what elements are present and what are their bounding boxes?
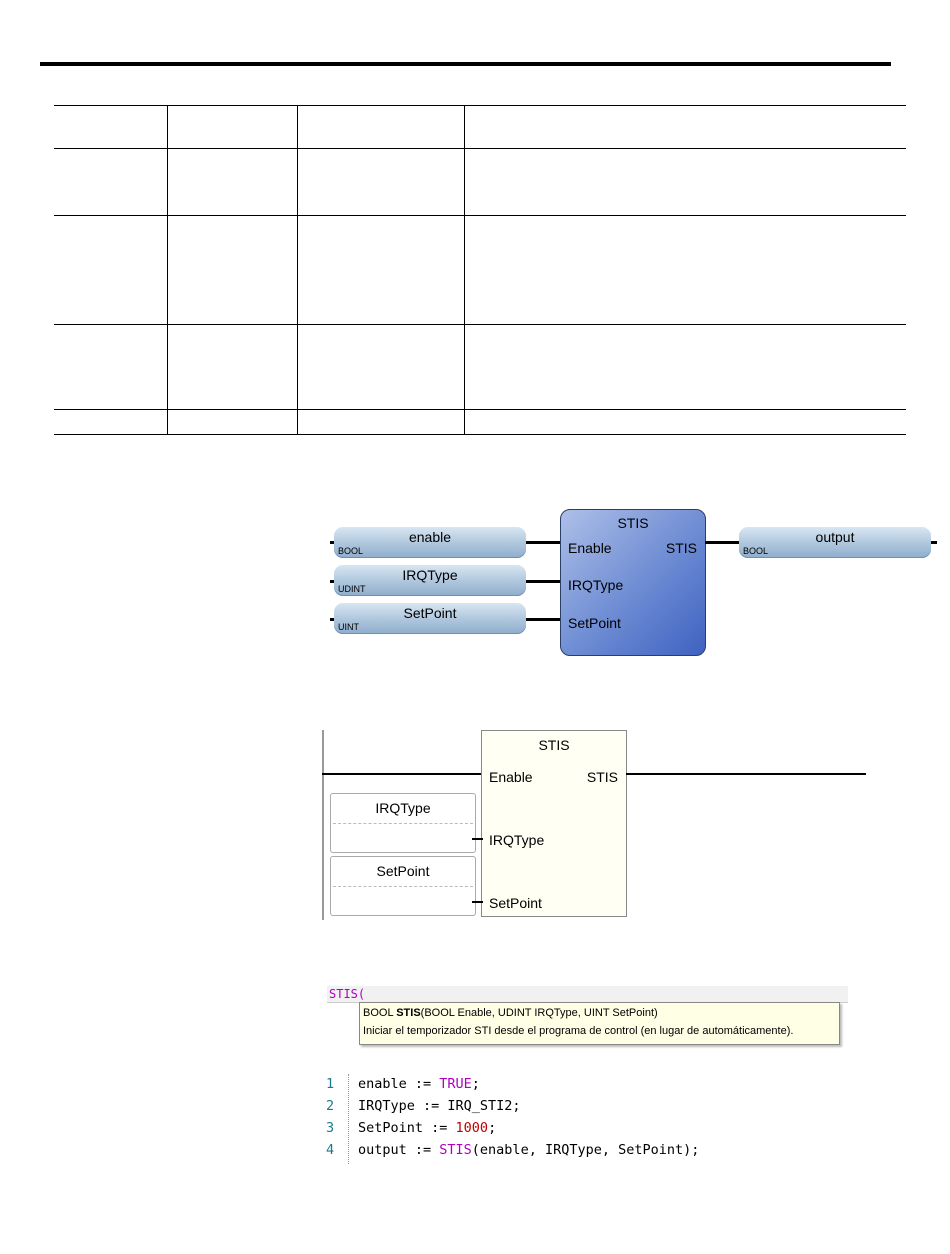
- tooltip-signature: BOOL STIS(BOOL Enable, UDINT IRQType, UI…: [363, 1007, 658, 1019]
- pin-irqtype: IRQType: [568, 577, 624, 593]
- var-name: IRQType: [375, 800, 431, 816]
- st-code-block: 1 2 3 4 enable := TRUE; IRQType := IRQ_S…: [326, 1074, 796, 1164]
- input-stub: [330, 618, 334, 621]
- var-name: enable: [408, 529, 452, 545]
- tooltip-description: Iniciar el temporizador STI desde el pro…: [363, 1025, 794, 1037]
- fbd-var-setpoint[interactable]: SetPoint UINT: [334, 603, 526, 634]
- line-number: 2: [326, 1098, 335, 1114]
- pin-enable: Enable: [568, 540, 612, 556]
- divider: [333, 886, 473, 887]
- power-rail: [322, 730, 324, 920]
- table-col-line: [167, 105, 168, 435]
- keyword: STIS: [439, 1142, 472, 1158]
- code-line[interactable]: enable := TRUE;: [358, 1076, 480, 1092]
- parameter-table: [54, 105, 906, 435]
- ld-diagram: STIS Enable IRQType SetPoint STIS IRQTyp…: [322, 728, 882, 923]
- code-text: output :=: [358, 1142, 440, 1158]
- output-stub: [931, 541, 937, 544]
- code-text: (enable, IRQType, SetPoint);: [471, 1142, 700, 1158]
- var-name: IRQType: [402, 567, 458, 583]
- var-type: UINT: [338, 622, 359, 632]
- block-title: STIS: [538, 737, 570, 753]
- code-text: enable :=: [358, 1076, 440, 1092]
- var-name: output: [815, 529, 855, 545]
- typed-code: STIS(: [329, 987, 366, 1001]
- wire-irqtype: [526, 580, 562, 583]
- rung-output-wire: [626, 773, 866, 775]
- wire-setpoint: [526, 618, 562, 621]
- block-title: STIS: [617, 515, 649, 531]
- pin-output: STIS: [665, 540, 697, 556]
- divider: [333, 823, 473, 824]
- pin-irqtype: IRQType: [489, 832, 545, 848]
- table-border-top: [54, 105, 906, 106]
- code-line[interactable]: output := STIS(enable, IRQType, SetPoint…: [358, 1142, 699, 1158]
- table-row-line: [54, 409, 906, 410]
- pin-output: STIS: [586, 769, 618, 785]
- line-number: 1: [326, 1076, 335, 1092]
- var-type: BOOL: [743, 546, 769, 556]
- input-stub: [330, 580, 334, 583]
- table-col-line: [297, 105, 298, 435]
- code-text: IRQType := IRQ_STI2;: [358, 1098, 521, 1114]
- pin-setpoint: SetPoint: [489, 895, 542, 911]
- fbd-diagram: enable BOOL IRQType UDINT SetPoint UINT …: [326, 505, 946, 665]
- fbd-var-output[interactable]: output BOOL: [739, 527, 931, 558]
- sig-params: (BOOL Enable, UDINT IRQType, UINT SetPoi…: [420, 1007, 658, 1019]
- table-col-line: [464, 105, 465, 435]
- line-number: 4: [326, 1142, 335, 1158]
- header-rule: [40, 62, 891, 66]
- pin-setpoint: SetPoint: [568, 615, 621, 631]
- input-stub: [330, 541, 334, 544]
- pin-enable: Enable: [489, 769, 533, 785]
- wire-enable: [526, 541, 562, 544]
- table-border-bottom: [54, 434, 906, 435]
- sig-name: STIS: [396, 1007, 421, 1019]
- var-name: SetPoint: [376, 863, 430, 879]
- fbd-var-enable[interactable]: enable BOOL: [334, 527, 526, 558]
- var-type: BOOL: [338, 546, 364, 556]
- table-row-line: [54, 148, 906, 149]
- wire-irqtype: [472, 838, 483, 840]
- fbd-var-irqtype[interactable]: IRQType UDINT: [334, 565, 526, 596]
- line-number: 3: [326, 1120, 335, 1136]
- wire-output: [705, 541, 739, 544]
- table-row-line: [54, 324, 906, 325]
- var-name: SetPoint: [403, 605, 457, 621]
- gutter-separator: [348, 1074, 350, 1164]
- ld-var-setpoint[interactable]: SetPoint: [330, 856, 476, 916]
- keyword: TRUE: [439, 1076, 472, 1092]
- signature-tooltip: BOOL STIS(BOOL Enable, UDINT IRQType, UI…: [359, 1002, 840, 1045]
- code-editor-line[interactable]: STIS(: [327, 986, 848, 1003]
- code-line[interactable]: IRQType := IRQ_STI2;: [358, 1098, 521, 1114]
- code-text: ;: [471, 1076, 480, 1092]
- wire-setpoint: [472, 901, 483, 903]
- code-text: SetPoint :=: [358, 1120, 456, 1136]
- var-type: UDINT: [338, 584, 366, 594]
- code-text: ;: [488, 1120, 497, 1136]
- code-line[interactable]: SetPoint := 1000;: [358, 1120, 496, 1136]
- sig-prefix: BOOL: [363, 1007, 397, 1019]
- ld-function-block-stis[interactable]: STIS Enable IRQType SetPoint STIS: [481, 730, 627, 917]
- ld-var-irqtype[interactable]: IRQType: [330, 793, 476, 853]
- rung-enable-wire: [322, 773, 482, 775]
- function-block-stis[interactable]: STIS Enable IRQType SetPoint STIS: [560, 509, 706, 656]
- table-row-line: [54, 215, 906, 216]
- number-literal: 1000: [455, 1120, 489, 1136]
